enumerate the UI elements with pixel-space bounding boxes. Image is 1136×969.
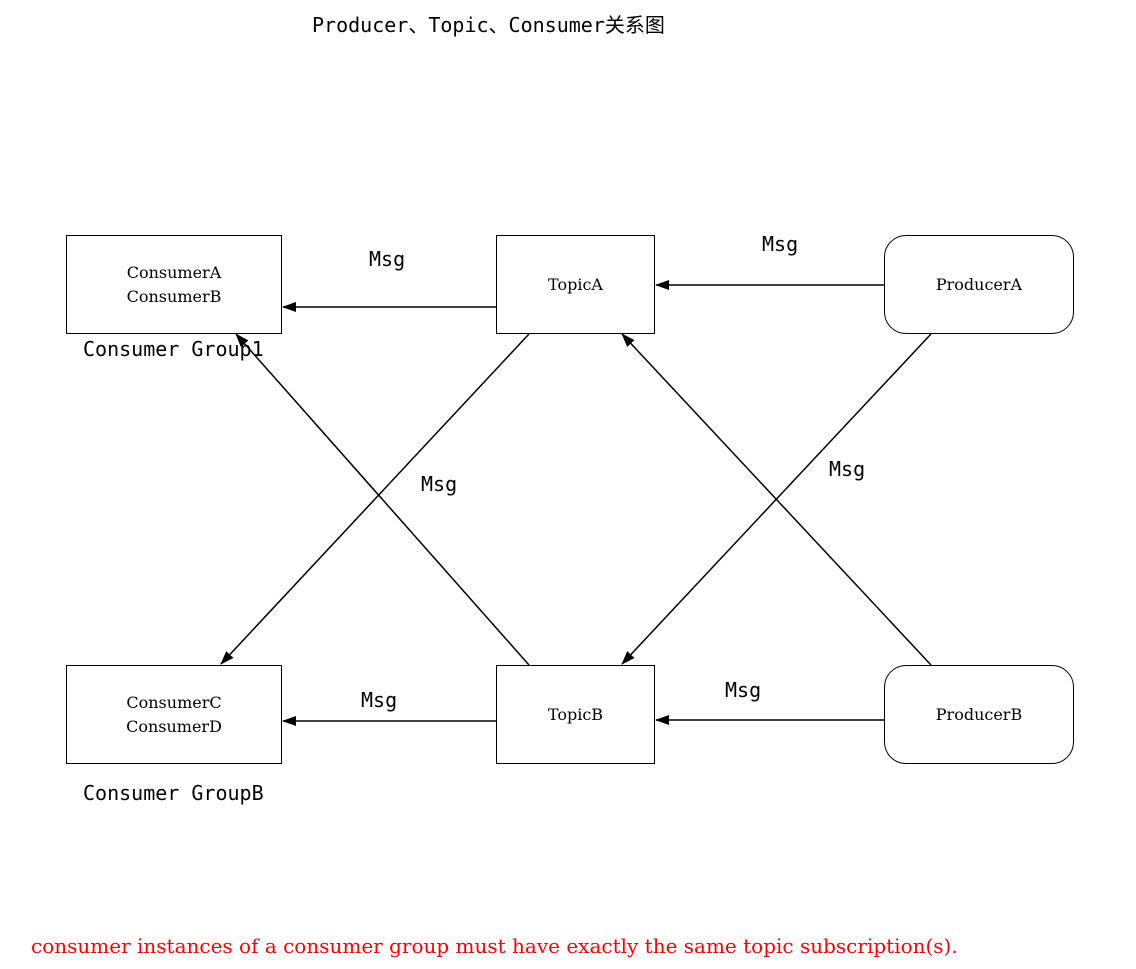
topic-a-label: TopicA: [548, 274, 603, 294]
edge-label-producerb-topicb: Msg: [725, 678, 762, 702]
consumer-group-b-label: Consumer GroupB: [83, 781, 264, 805]
producer-b-box: ProducerB: [884, 665, 1074, 764]
edge-topicb-group1: [235, 333, 530, 666]
producer-a-box: ProducerA: [884, 235, 1074, 334]
edge-label-producera-topicb: Msg: [829, 457, 866, 481]
consumer-group-b-box: ConsumerC ConsumerD: [66, 665, 282, 764]
diagram-title: Producer、Topic、Consumer关系图: [312, 13, 665, 37]
edge-topica-groupb: [220, 333, 530, 665]
subscription-note: consumer instances of a consumer group m…: [31, 934, 958, 958]
producer-a-label: ProducerA: [935, 274, 1023, 294]
edge-label-topicb-groupb: Msg: [361, 688, 398, 712]
consumer-c-label: ConsumerC: [126, 692, 222, 712]
consumer-group-1-box: ConsumerA ConsumerB: [66, 235, 282, 334]
edge-label-producera-topica: Msg: [762, 232, 799, 256]
consumer-a-label: ConsumerA: [126, 262, 222, 282]
topic-b-label: TopicB: [547, 704, 604, 724]
consumer-group-1-label: Consumer Group1: [83, 337, 264, 361]
topic-a-box: TopicA: [496, 235, 655, 334]
edge-producerb-topica: [621, 333, 932, 666]
consumer-d-label: ConsumerD: [126, 716, 222, 736]
topic-b-box: TopicB: [496, 665, 655, 764]
edge-label-topica-groupb: Msg: [421, 472, 458, 496]
producer-b-label: ProducerB: [935, 704, 1023, 724]
consumer-b-label: ConsumerB: [126, 286, 222, 306]
edge-label-topica-group1: Msg: [369, 247, 406, 271]
